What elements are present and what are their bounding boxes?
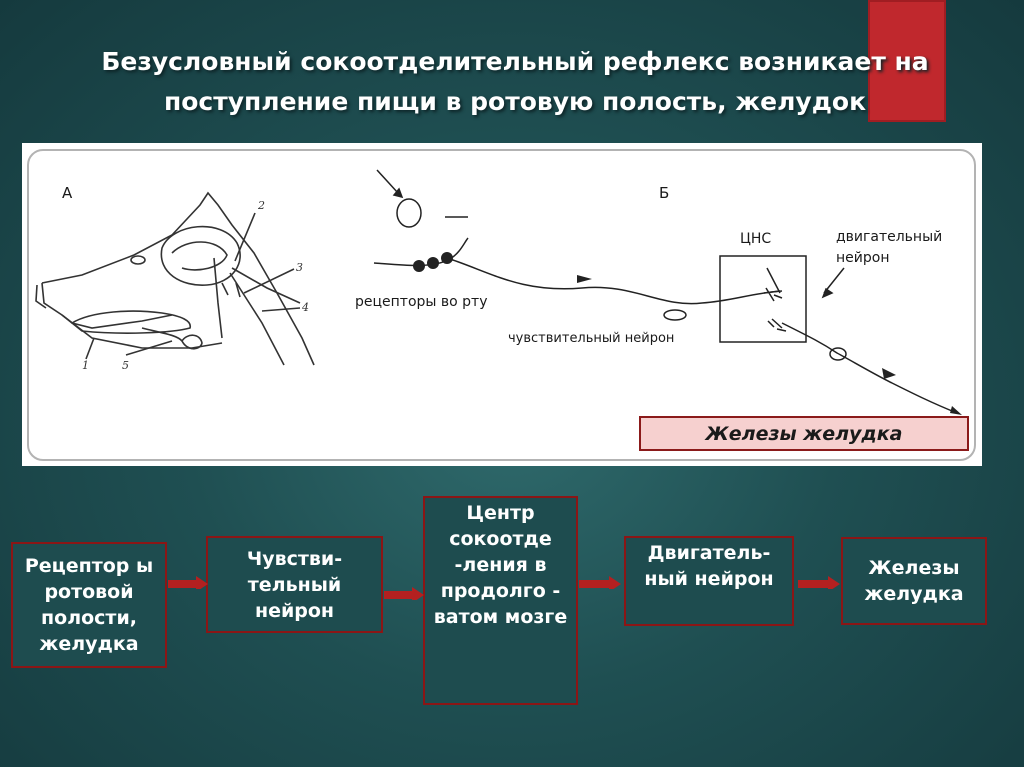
flow-step-secretion-center: Центр сокоотде -ления в продолго - ватом… [423, 496, 578, 705]
number-5: 5 [122, 359, 129, 372]
flow-step-motor-neuron-text: Двигатель- ный нейрон [644, 542, 774, 590]
flow-step-glands: Железы желудка [841, 537, 987, 625]
flow-step-receptors-text: Рецептор ы ротовой полости, желудка [24, 555, 154, 655]
motor-neuron-label: двигательный нейрон [836, 229, 943, 266]
motor-neuron-body [829, 347, 847, 361]
flow-step-secretion-center-text: Центр сокоотде -ления в продолго - ватом… [433, 502, 568, 628]
flow-step-sensory-neuron: Чувстви- тельный нейрон [206, 536, 383, 633]
arc-arrows [413, 252, 962, 415]
sensory-neuron-body [663, 309, 687, 321]
flow-arrow-1 [168, 576, 208, 589]
cns-box [719, 255, 807, 343]
flow-step-sensory-neuron-text: Чувстви- тельный нейрон [246, 547, 343, 622]
glands-label-box: Железы желудка [639, 416, 969, 451]
flow-step-glands-text: Железы желудка [864, 557, 964, 605]
slide-title: Безусловный сокоотделительный рефлекс во… [101, 47, 929, 116]
reflex-arc-sketch [373, 169, 958, 414]
flow-arrow-4 [798, 576, 840, 589]
decorative-red-tab [868, 0, 946, 122]
reflex-diagram: 2 3 4 5 1 [22, 143, 982, 466]
food-circle [396, 198, 422, 228]
food-arrow [376, 169, 399, 194]
flow-arrow-2 [384, 587, 424, 600]
cns-label: ЦНС [740, 231, 772, 247]
glands-label: Железы желудка [705, 422, 903, 445]
flow-step-receptors: Рецептор ы ротовой полости, желудка [11, 542, 167, 668]
number-1: 1 [82, 359, 89, 372]
receptors-label: рецепторы во рту [355, 294, 488, 310]
number-3: 3 [296, 261, 303, 274]
diagram-sketch: 2 3 4 5 1 [35, 169, 962, 415]
flow-arrow-3 [579, 576, 621, 589]
diagram-numbers: 2 3 4 5 1 [82, 199, 309, 372]
number-4: 4 [301, 301, 309, 314]
diagram-frame [27, 149, 976, 461]
dog-head-sketch [35, 191, 315, 366]
sensory-neuron-label: чувствительный нейрон [508, 331, 675, 346]
label-part-a: А [62, 184, 73, 202]
number-2: 2 [257, 199, 265, 212]
flow-step-motor-neuron: Двигатель- ный нейрон [624, 536, 794, 626]
label-part-b: Б [659, 184, 670, 202]
